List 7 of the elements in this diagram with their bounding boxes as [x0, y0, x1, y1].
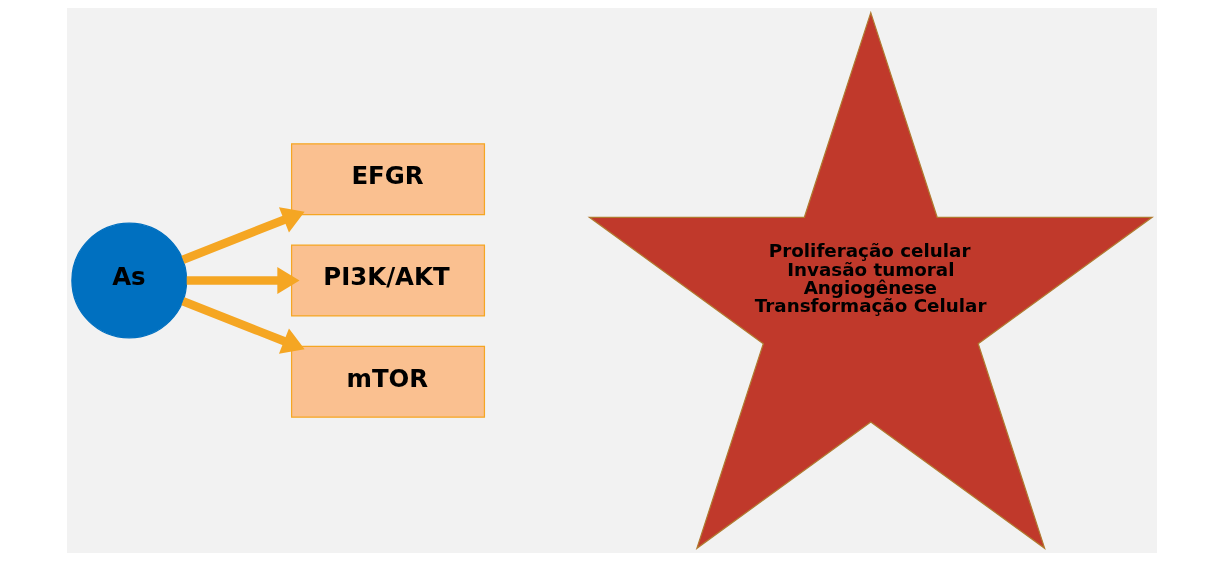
arrow	[186, 266, 300, 295]
node-box: mTOR	[290, 345, 485, 418]
node-circle: As	[70, 222, 187, 339]
node-box: EFGR	[290, 143, 485, 216]
node-box: PI3K/AKT	[290, 244, 485, 317]
arrow	[180, 207, 305, 264]
arrow	[180, 297, 305, 354]
